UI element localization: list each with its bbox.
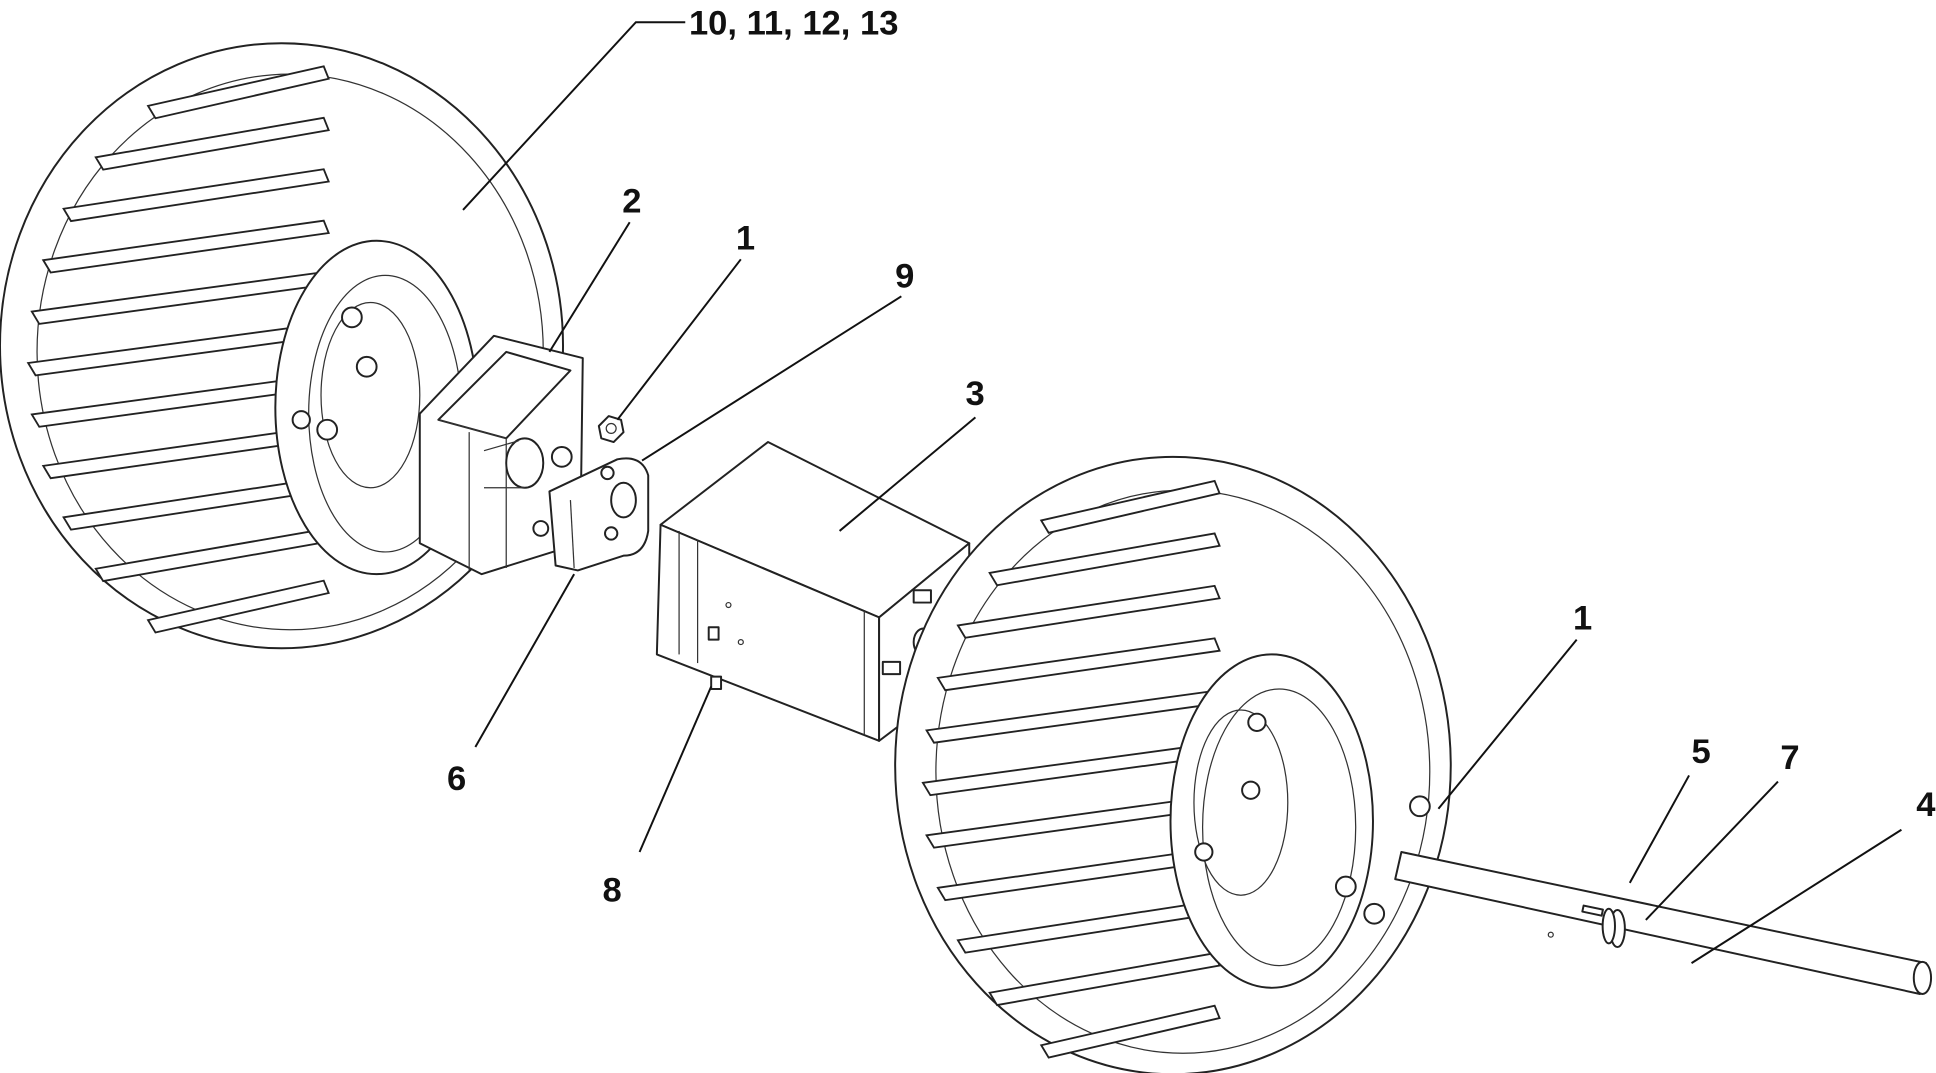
tire-tread bbox=[921, 479, 1221, 1059]
callout-3: 3 bbox=[966, 375, 985, 413]
tread-lug bbox=[62, 168, 330, 223]
key bbox=[1581, 904, 1604, 917]
tread-lug bbox=[936, 637, 1221, 692]
mounting-plate bbox=[548, 457, 650, 572]
tread-lug bbox=[146, 65, 330, 120]
leader-lines bbox=[462, 21, 1902, 964]
left-tire bbox=[0, 42, 564, 650]
callout-2: 2 bbox=[622, 182, 641, 220]
tire-tread bbox=[26, 65, 330, 634]
callout-4: 4 bbox=[1916, 786, 1936, 824]
callout-1-left: 1 bbox=[736, 219, 755, 257]
right-tire bbox=[894, 455, 1452, 1073]
bracket-assembly bbox=[418, 334, 584, 576]
lug-nuts bbox=[291, 306, 378, 441]
callout-9: 9 bbox=[895, 258, 914, 296]
lug-nuts bbox=[1194, 712, 1431, 925]
tread-lug bbox=[41, 219, 330, 274]
axle-shaft bbox=[1394, 850, 1933, 995]
callout-10-13: 10, 11, 12, 13 bbox=[689, 5, 898, 43]
callout-6: 6 bbox=[447, 760, 466, 798]
nut bbox=[597, 415, 625, 444]
tread-lug bbox=[956, 584, 1221, 639]
tread-lug bbox=[988, 952, 1221, 1007]
callout-labels: 10, 11, 12, 13 2 1 9 3 6 8 1 5 7 4 bbox=[447, 5, 1936, 910]
tread-lug bbox=[94, 116, 330, 171]
tread-lug bbox=[146, 579, 330, 634]
callout-8: 8 bbox=[603, 871, 622, 909]
tread-lug bbox=[1039, 479, 1221, 534]
tread-lug bbox=[988, 532, 1221, 587]
tread-lug bbox=[1039, 1004, 1221, 1059]
callout-7: 7 bbox=[1780, 739, 1799, 777]
callout-5: 5 bbox=[1692, 733, 1711, 771]
callout-1-right: 1 bbox=[1573, 600, 1592, 638]
